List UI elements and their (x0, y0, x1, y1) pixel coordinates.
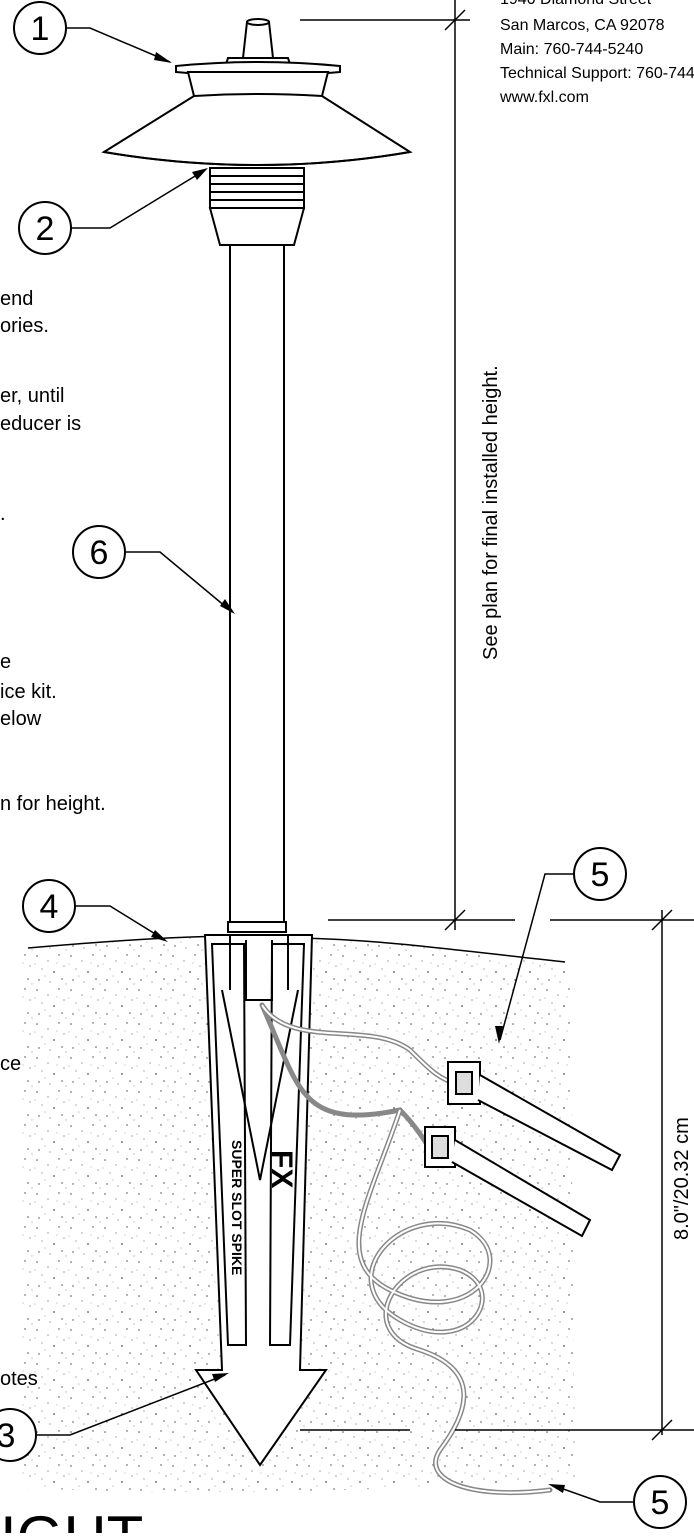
svg-text:er, until: er, until (0, 385, 64, 407)
svg-text:n for height.: n for height. (0, 793, 106, 815)
clipped-instructions: end ories. er, until educer is . e ice k… (0, 288, 106, 1390)
svg-text:.: . (0, 503, 6, 525)
svg-text:ice kit.: ice kit. (0, 681, 57, 703)
spike-length-label: 8.0"/20.32 cm (671, 1117, 693, 1240)
wire-connector-1 (447, 1061, 622, 1172)
svg-text:3: 3 (0, 1417, 15, 1455)
svg-text:www.fxl.com: www.fxl.com (499, 89, 589, 106)
svg-text:ce: ce (0, 1053, 21, 1075)
svg-text:otes: otes (0, 1368, 38, 1390)
callout-6: 6 (72, 525, 235, 614)
svg-text:6: 6 (90, 534, 109, 572)
svg-text:educer is: educer is (0, 413, 81, 435)
svg-text:end: end (0, 288, 33, 310)
footer-heading-fragment: IGHT (0, 1504, 143, 1533)
svg-text:1940 Diamond Street: 1940 Diamond Street (500, 0, 652, 8)
company-address: 1940 Diamond Street San Marcos, CA 92078… (499, 0, 694, 106)
fixture-hat (101, 61, 413, 166)
svg-text:4: 4 (40, 888, 59, 926)
svg-text:5: 5 (591, 856, 610, 894)
callout-4: 4 (22, 879, 168, 942)
callout-3: 3 (0, 1373, 229, 1462)
callout-5-top: 5 (495, 847, 627, 1044)
svg-text:e: e (0, 651, 11, 673)
spike-product-name: SUPER SLOT SPIKE (229, 1140, 245, 1275)
riser-pipe (227, 244, 287, 933)
svg-text:1: 1 (31, 10, 50, 48)
installed-height-note: See plan for final installed height. (480, 365, 502, 660)
super-slot-spike (194, 934, 328, 1467)
callout-2: 2 (18, 168, 208, 255)
dimension-installed-height (300, 0, 515, 931)
callout-1: 1 (13, 1, 172, 63)
dimension-spike-length (300, 909, 694, 1441)
wire-connector-2 (424, 1126, 592, 1238)
callout-5-bottom: 5 (548, 1475, 687, 1529)
fixture-cap (222, 18, 294, 71)
wire-lead-core (261, 1004, 551, 1494)
svg-text:ories.: ories. (0, 315, 49, 337)
spike-logo: FX (265, 1150, 298, 1188)
svg-text:Main: 760-744-5240: Main: 760-744-5240 (500, 41, 643, 58)
svg-text:elow: elow (0, 708, 42, 730)
svg-text:Technical Support: 760-744-524: Technical Support: 760-744-5240 (500, 65, 694, 82)
threaded-collar (208, 167, 306, 246)
svg-text:San Marcos, CA 92078: San Marcos, CA 92078 (500, 17, 665, 34)
svg-text:5: 5 (651, 1484, 670, 1522)
svg-text:2: 2 (36, 210, 55, 248)
